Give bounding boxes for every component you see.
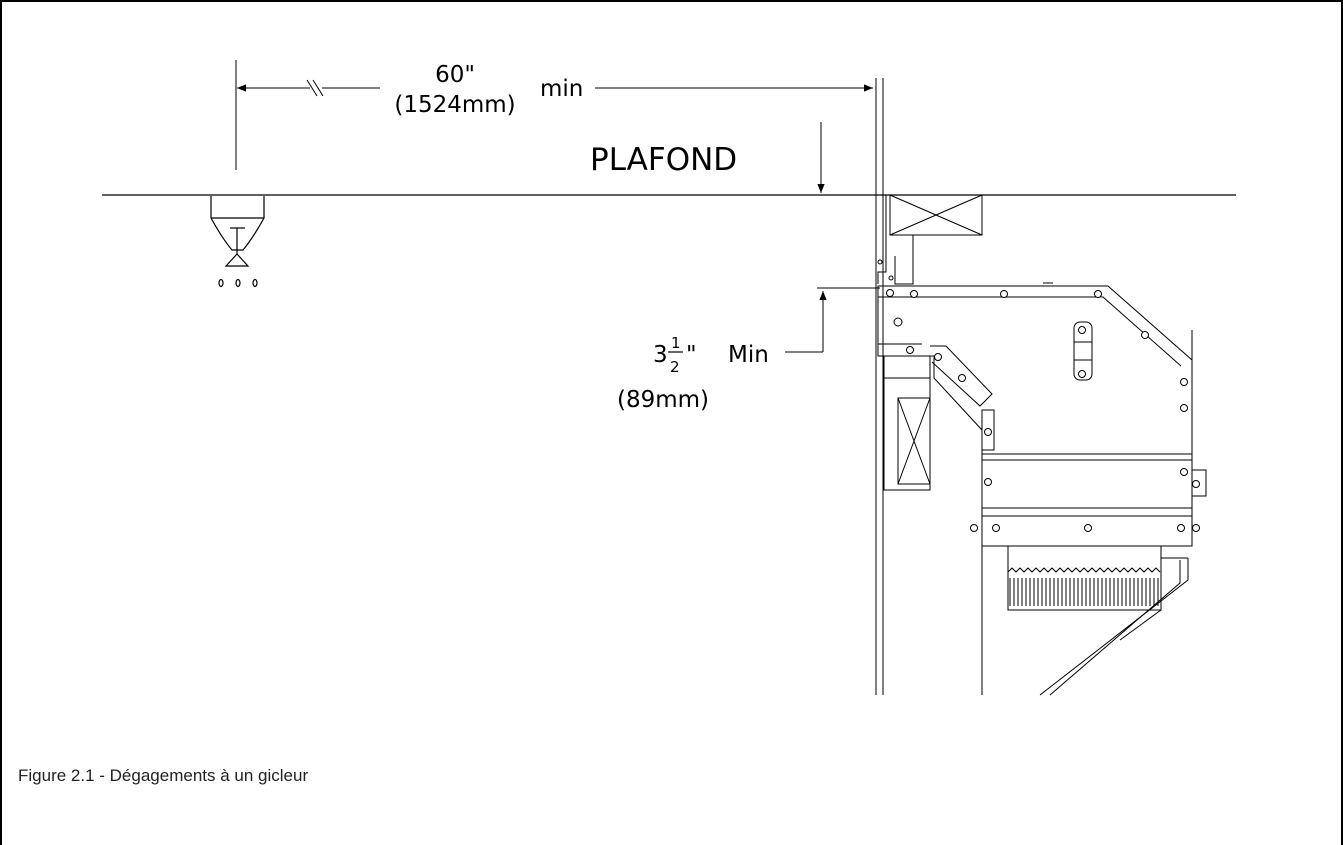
figure-caption: Figure 2.1 - Dégagements à un gicleur — [18, 766, 309, 785]
vertical-dimension-metric: (89mm) — [617, 387, 709, 413]
sprinkler-head-icon — [210, 196, 265, 288]
vertical-dimension-denominator: 2 — [670, 358, 680, 376]
exhaust-hood — [877, 282, 1207, 547]
vertical-dimension-suffix: Min — [728, 342, 769, 368]
vertical-dimension-unit: " — [686, 342, 697, 368]
horizontal-dimension-suffix: min — [540, 76, 583, 102]
hood-hanger-bracket — [877, 195, 914, 285]
wall — [875, 78, 884, 695]
hood-bolts — [886, 289, 1200, 532]
ceiling-joist-block — [889, 194, 983, 236]
horizontal-dimension-value: 60" — [435, 62, 475, 88]
grease-filter — [1007, 545, 1162, 611]
ceiling-label: PLAFOND — [590, 142, 737, 178]
vertical-dimension — [785, 287, 880, 353]
vertical-dimension-whole: 3 — [653, 342, 668, 368]
lower-hood-panel — [981, 546, 1189, 696]
vertical-dimension-numerator: 1 — [671, 334, 681, 352]
horizontal-dimension-metric: (1524mm) — [394, 92, 515, 118]
horizontal-dimension — [235, 60, 873, 170]
